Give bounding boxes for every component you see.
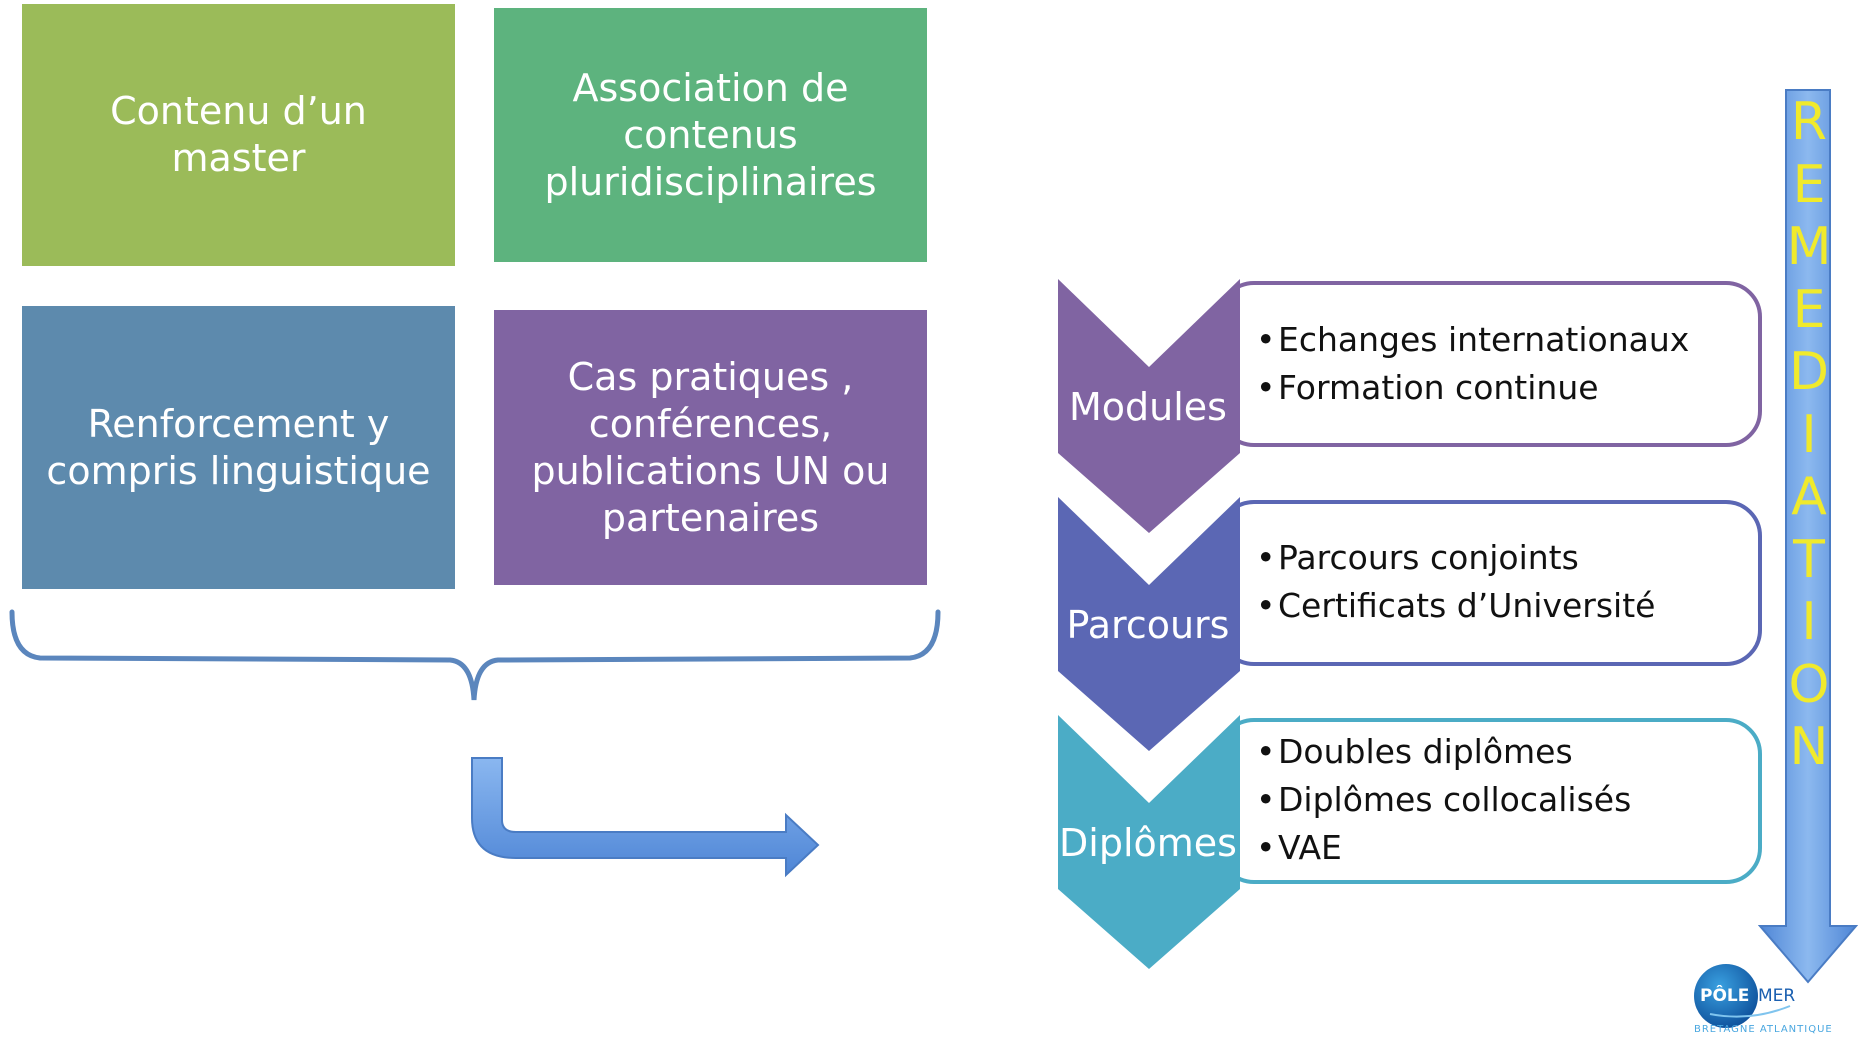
parcours-list: •Parcours conjoints •Certificats d’Unive…	[1256, 534, 1655, 630]
tile-association-contenus-text: Association de contenus pluridisciplinai…	[544, 65, 877, 204]
remediation-letter: E	[1792, 154, 1826, 215]
remediation-letter: I	[1801, 592, 1817, 652]
list-item-text: Echanges internationaux	[1278, 320, 1690, 359]
diplomes-chevron	[1058, 715, 1240, 969]
list-item: •Doubles diplômes	[1256, 728, 1631, 776]
parcours-label: Parcours	[1066, 603, 1230, 647]
remediation-letter: E	[1792, 279, 1826, 340]
chevrons	[1058, 279, 1240, 969]
pole-mer-logo-icon	[1694, 964, 1791, 1028]
modules-list: •Echanges internationaux •Formation cont…	[1256, 316, 1689, 412]
modules-label: Modules	[1069, 385, 1227, 429]
parcours-chevron	[1058, 497, 1240, 751]
pole-mer-logo: PÔLE MER BRETAGNE ATLANTIQUE	[1690, 962, 1858, 1038]
bent-arrow-icon	[471, 757, 820, 878]
list-item-text: Certificats d’Université	[1278, 586, 1656, 625]
tile-renforcement-text: Renforcement y compris linguistique	[46, 401, 431, 493]
list-item: •Diplômes collocalisés	[1256, 776, 1631, 824]
remediation-letter: N	[1789, 717, 1829, 777]
list-item-text: Doubles diplômes	[1278, 732, 1573, 771]
logo-name-right: MER	[1758, 986, 1796, 1006]
diplomes-list: •Doubles diplômes •Diplômes collocalisés…	[1256, 728, 1631, 872]
list-item: •Parcours conjoints	[1256, 534, 1655, 582]
tile-cas-pratiques-text: Cas pratiques , conférences, publication…	[531, 354, 890, 540]
list-item: •Formation continue	[1256, 364, 1689, 412]
list-item-text: VAE	[1278, 828, 1342, 867]
list-item-text: Parcours conjoints	[1278, 538, 1579, 577]
grouping-brace	[9, 609, 941, 701]
remediation-letter: I	[1801, 404, 1817, 465]
tile-contenu-master-text: Contenu d’un master	[110, 89, 367, 180]
tile-association-contenus: Association de contenus pluridisciplinai…	[494, 8, 927, 262]
remediation-letter: R	[1790, 92, 1828, 152]
remediation-arrow-icon	[1758, 89, 1858, 984]
list-item: •Certificats d’Université	[1256, 582, 1655, 630]
list-item-text: Diplômes collocalisés	[1278, 780, 1632, 819]
diplomes-label: Diplômes	[1059, 821, 1237, 865]
remediation-letter: T	[1793, 529, 1825, 590]
list-item-text: Formation continue	[1278, 368, 1599, 407]
list-item: •Echanges internationaux	[1256, 316, 1689, 364]
remediation-letter: D	[1788, 342, 1830, 402]
modules-chevron	[1058, 279, 1240, 533]
remediation-letter: A	[1791, 467, 1827, 527]
list-item: •VAE	[1256, 824, 1631, 872]
tile-renforcement: Renforcement y compris linguistique	[22, 306, 455, 589]
tile-contenu-master: Contenu d’un master	[22, 4, 455, 266]
list-boxes	[1218, 281, 1762, 884]
tile-cas-pratiques: Cas pratiques , conférences, publication…	[494, 310, 927, 585]
logo-subtitle: BRETAGNE ATLANTIQUE	[1694, 1024, 1833, 1035]
logo-name-left: PÔLE	[1700, 986, 1750, 1006]
remediation-letter: O	[1788, 654, 1830, 715]
remediation-letter: M	[1786, 217, 1832, 277]
